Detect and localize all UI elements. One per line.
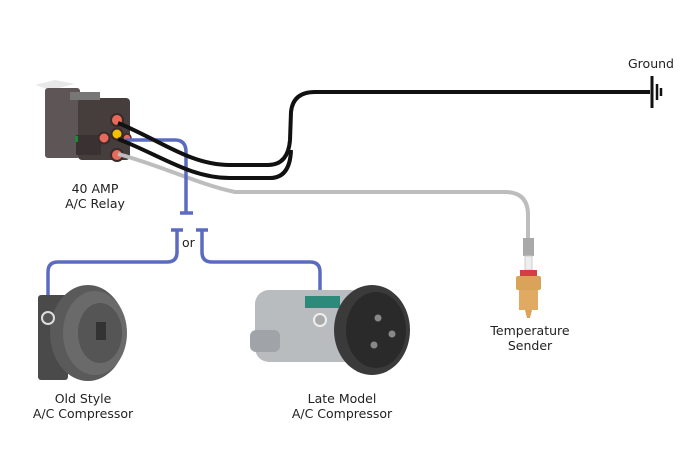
compressor-wire-relay	[125, 138, 188, 213]
ground-wire	[117, 90, 650, 167]
temperature-sender-label-line1: Temperature	[490, 323, 570, 338]
relay-label-line1: 40 AMP	[71, 181, 119, 196]
sender-wire	[117, 152, 530, 240]
ground-symbol	[650, 76, 663, 108]
old-compressor-label-line2: A/C Compressor	[32, 406, 134, 421]
ground-label: Ground	[628, 56, 674, 71]
temperature-sender	[516, 238, 541, 318]
compressor-wire-late	[200, 230, 322, 318]
late-compressor-label-line2: A/C Compressor	[291, 406, 393, 421]
old-compressor	[38, 285, 127, 381]
old-compressor-label: Old Style A/C Compressor	[28, 391, 138, 421]
or-label: or	[182, 235, 195, 250]
relay	[35, 80, 132, 162]
late-compressor-label: Late Model A/C Compressor	[287, 391, 397, 421]
temperature-sender-label: Temperature Sender	[480, 323, 580, 353]
late-compressor-label-line1: Late Model	[307, 391, 377, 406]
late-compressor	[250, 285, 410, 375]
compressor-wire-old	[46, 230, 179, 316]
relay-label-line2: A/C Relay	[65, 196, 125, 211]
relay-label: 40 AMP A/C Relay	[55, 181, 135, 211]
temperature-sender-label-line2: Sender	[507, 338, 553, 353]
old-compressor-label-line1: Old Style	[54, 391, 112, 406]
power-wire	[117, 137, 293, 180]
